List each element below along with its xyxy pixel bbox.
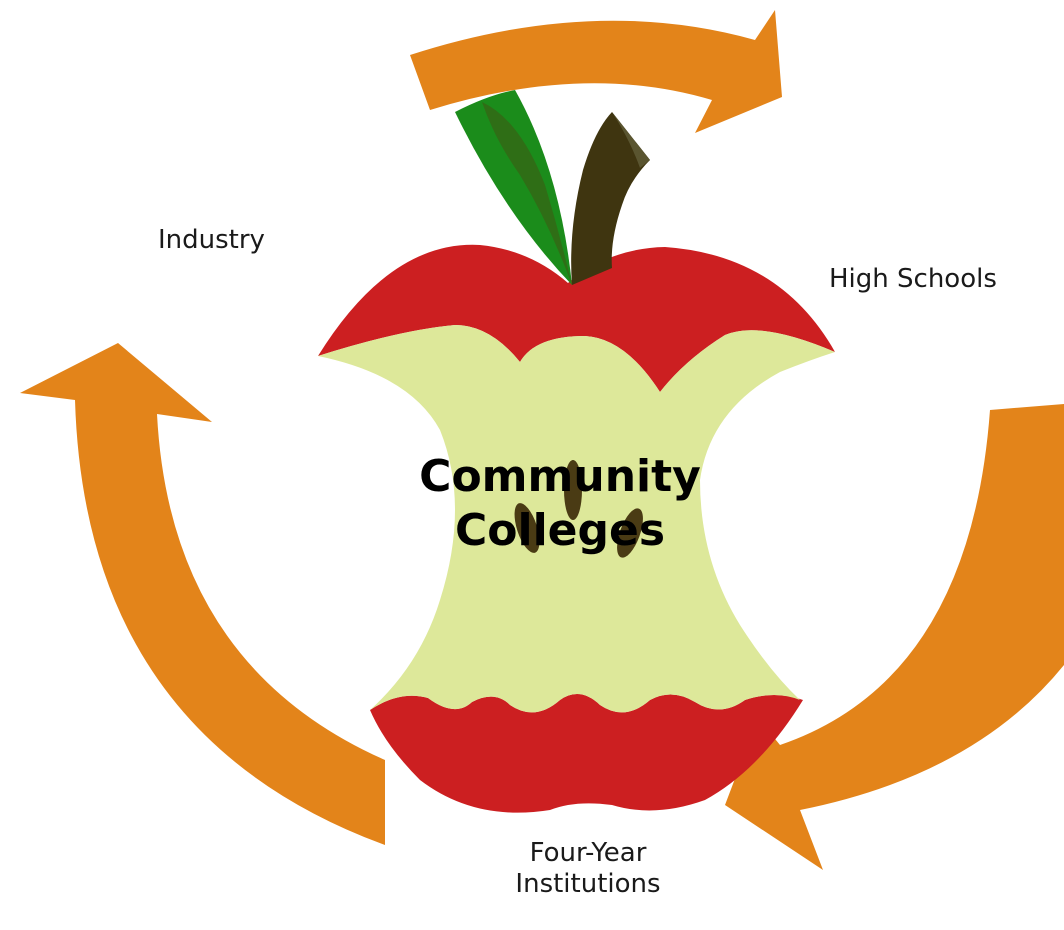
apple-stem-highlight <box>612 112 650 168</box>
apple-core-flesh <box>318 325 835 713</box>
apple-leaf <box>455 90 572 285</box>
center-title-line2: Colleges <box>454 504 666 556</box>
apple-bottom-skin <box>370 694 803 813</box>
node-industry: Industry <box>158 225 265 255</box>
node-four-year-line2: Institutions <box>515 869 661 900</box>
arrow-high-schools-to-four-year <box>725 404 1064 870</box>
center-title: Community Colleges <box>380 450 740 557</box>
apple-leaf-vein <box>482 102 572 285</box>
node-high-schools: High Schools <box>829 264 997 294</box>
apple-top-skin <box>318 244 835 392</box>
node-four-year-line1: Four-Year <box>529 838 647 868</box>
apple-core-icon <box>318 90 835 813</box>
center-title-line1: Community <box>419 451 701 502</box>
apple-seed <box>514 503 540 553</box>
apple-seed <box>564 460 582 520</box>
apple-seed <box>617 508 643 558</box>
arrow-four-year-to-industry <box>20 343 385 845</box>
node-four-year-institutions: Four-Year Institutions <box>458 838 718 900</box>
arrow-industry-to-high-schools <box>410 10 782 133</box>
apple-stem <box>571 112 650 285</box>
